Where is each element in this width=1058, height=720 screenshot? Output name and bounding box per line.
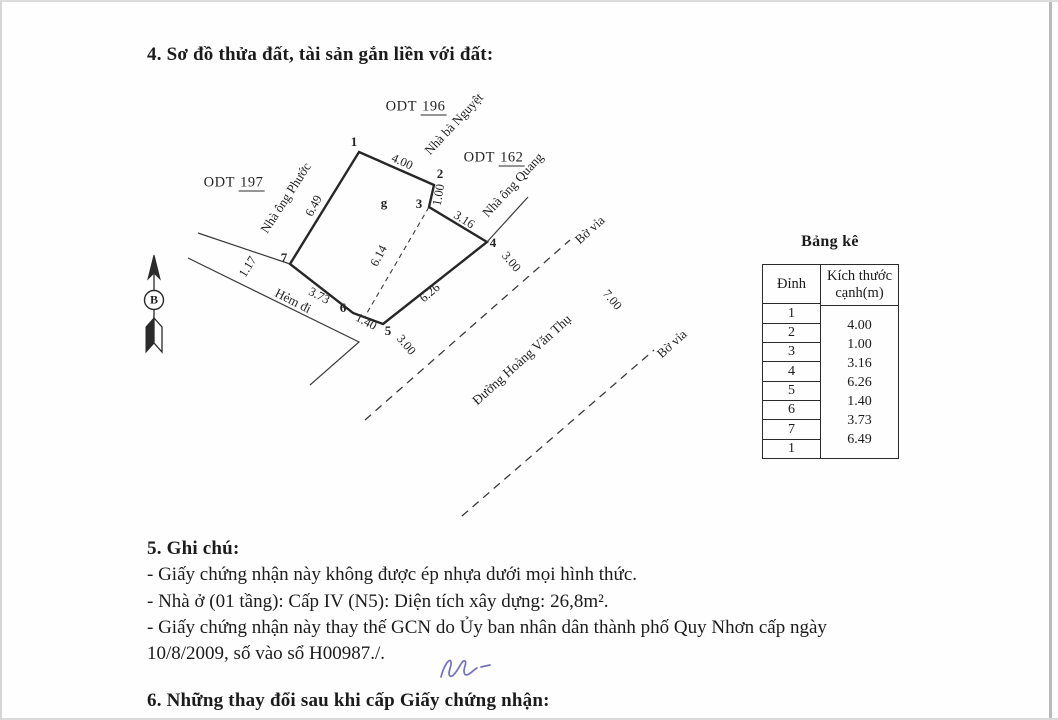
vertex-cell: 5 bbox=[763, 382, 820, 402]
odt-number: 196 bbox=[421, 98, 447, 116]
vertex-cell: 6 bbox=[763, 401, 820, 421]
size-value: 6.26 bbox=[847, 374, 872, 390]
table-title: Bảng kê bbox=[801, 233, 859, 250]
scan-edge bbox=[1049, 2, 1052, 720]
scan-edge bbox=[2, 718, 1058, 720]
odt-prefix: ODT bbox=[203, 174, 235, 191]
parcel-split-line bbox=[363, 206, 430, 319]
parcel-boundary bbox=[288, 150, 490, 326]
signature-mark bbox=[440, 659, 491, 678]
vertex-label-1: 1 bbox=[350, 134, 358, 149]
vertex-cell: 7 bbox=[763, 420, 820, 440]
curb-line-far bbox=[461, 349, 655, 517]
vertex-cell: 1 bbox=[788, 440, 795, 456]
vertex-column: Đỉnh 1 2 3 4 5 6 7 1 bbox=[763, 265, 821, 458]
odt-label-162: ODT 162 bbox=[463, 149, 525, 167]
alley-lower-edge bbox=[187, 257, 361, 386]
size-column: Kích thước cạnh(m) 4.00 1.00 3.16 6.26 1… bbox=[821, 265, 898, 458]
section-6-title: 6. Những thay đổi sau khi cấp Giấy chứng… bbox=[147, 690, 550, 711]
note-line-3: - Giấy chứng nhận này thay thế GCN do Ủy… bbox=[147, 617, 827, 638]
odt-prefix: ODT bbox=[385, 98, 417, 115]
note-line-1: - Giấy chứng nhận này không được ép nhựa… bbox=[147, 564, 638, 585]
vertex-label-2: 2 bbox=[436, 166, 444, 181]
vertex-cell: 4 bbox=[763, 362, 820, 382]
section-5-title: 5. Ghi chú: bbox=[147, 538, 240, 559]
size-value: 6.49 bbox=[847, 432, 872, 448]
neighbor-boundary-line bbox=[486, 196, 529, 243]
size-value: 3.73 bbox=[847, 413, 872, 429]
col-header-size: Kích thước cạnh(m) bbox=[821, 265, 898, 306]
size-value: 1.40 bbox=[847, 393, 872, 409]
house-mark: g bbox=[380, 195, 388, 210]
vertex-label-6: 6 bbox=[339, 300, 347, 315]
odt-label-197: ODT 197 bbox=[203, 174, 265, 192]
vertex-cell: 1 bbox=[763, 304, 820, 324]
odt-prefix: ODT bbox=[463, 149, 495, 166]
vertex-cell: 2 bbox=[763, 324, 820, 344]
size-value: 4.00 bbox=[847, 317, 872, 333]
note-line-4: 10/8/2009, số vào sổ H00987./. bbox=[147, 643, 386, 664]
odt-number: 197 bbox=[239, 174, 265, 192]
size-value: 1.00 bbox=[847, 336, 872, 352]
alley-upper-edge bbox=[197, 232, 291, 265]
odt-number: 162 bbox=[499, 149, 525, 167]
vertex-cell: 3 bbox=[763, 343, 820, 363]
vertex-label-4: 4 bbox=[489, 235, 497, 250]
parcel-diagram bbox=[143, 150, 655, 517]
vertex-label-5: 5 bbox=[384, 323, 392, 338]
vertex-label-7: 7 bbox=[280, 250, 288, 265]
col-header-vertex: Đỉnh bbox=[763, 265, 820, 305]
size-values: 4.00 1.00 3.16 6.26 1.40 3.73 6.49 bbox=[821, 306, 898, 450]
odt-label-196: ODT 196 bbox=[385, 98, 447, 116]
note-line-2: - Nhà ở (01 tầng): Cấp IV (N5): Diện tíc… bbox=[147, 591, 609, 612]
summary-table: Đỉnh 1 2 3 4 5 6 7 1 Kích thước cạnh(m) … bbox=[762, 264, 899, 459]
curb-line-near bbox=[364, 239, 571, 421]
size-value: 3.16 bbox=[847, 355, 872, 371]
vertex-label-3: 3 bbox=[415, 196, 423, 211]
section-4-title: 4. Sơ đồ thửa đất, tài sản gắn liền với … bbox=[147, 44, 494, 65]
north-label: B bbox=[149, 292, 159, 307]
north-arrow-icon bbox=[143, 254, 165, 354]
